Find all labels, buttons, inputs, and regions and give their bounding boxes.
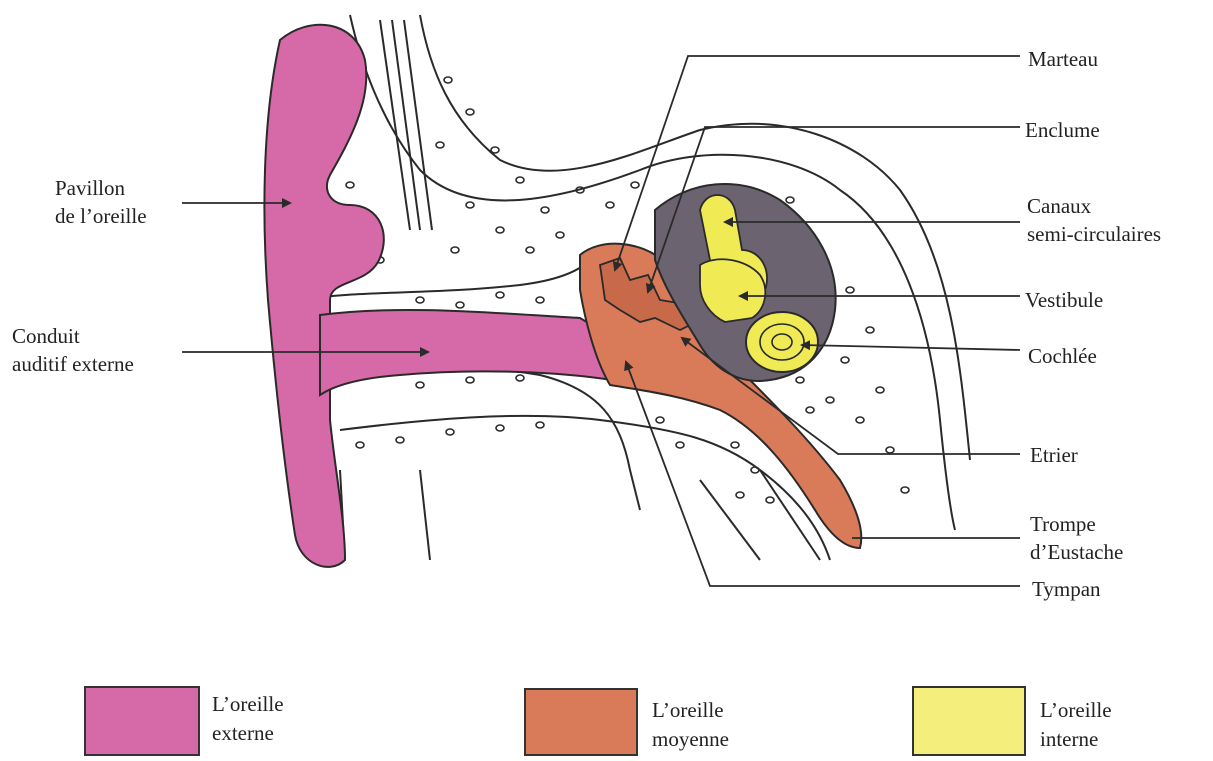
legend-swatch-middle [524,688,638,756]
legend-swatch-outer [84,686,200,756]
legend-middle-line1: L’oreille [652,696,729,725]
pinna [264,25,383,567]
legend-inner-line2: interne [1040,725,1112,754]
pointer-cochlee [802,345,1020,350]
legend-text-outer: L’oreille externe [212,690,284,748]
label-trompe: Trompe d’Eustache [1030,510,1123,566]
label-pavillon-line2: de l’oreille [55,202,147,230]
legend-text-inner: L’oreille interne [1040,696,1112,754]
outer-ear [264,25,612,567]
label-conduit-line1: Conduit [12,322,134,350]
label-trompe-line1: Trompe [1030,510,1123,538]
label-canaux-line2: semi-circulaires [1027,220,1161,248]
label-canaux: Canaux semi-circulaires [1027,192,1161,248]
legend-inner-line1: L’oreille [1040,696,1112,725]
legend-outer-line2: externe [212,719,284,748]
label-cochlee: Cochlée [1028,342,1097,370]
label-enclume: Enclume [1025,116,1100,144]
legend-swatch-inner [912,686,1026,756]
label-conduit: Conduit auditif externe [12,322,134,378]
label-trompe-line2: d’Eustache [1030,538,1123,566]
label-pavillon-line1: Pavillon [55,174,147,202]
label-tympan: Tympan [1032,575,1101,603]
cochlea [746,312,818,372]
label-etrier: Etrier [1030,441,1078,469]
legend-outer-line1: L’oreille [212,690,284,719]
label-vestibule: Vestibule [1025,286,1103,314]
label-pavillon: Pavillon de l’oreille [55,174,147,230]
label-canaux-line1: Canaux [1027,192,1161,220]
label-conduit-line2: auditif externe [12,350,134,378]
label-marteau: Marteau [1028,45,1098,73]
legend-middle-line2: moyenne [652,725,729,754]
legend-text-middle: L’oreille moyenne [652,696,729,754]
